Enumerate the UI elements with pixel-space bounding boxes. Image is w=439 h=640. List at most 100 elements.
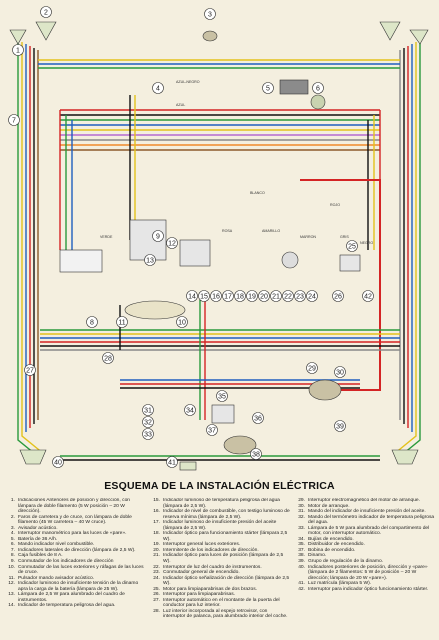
legend-item: 16.Indicador de nivel de combustible, co… — [149, 509, 290, 520]
legend-item-number: 1. — [10, 498, 15, 503]
legend-item: 32.Mando del termómetro indicador de tem… — [294, 515, 435, 526]
component-number-27: 27 — [26, 367, 34, 374]
component-marker-39 — [334, 420, 346, 432]
legend-item-number: 21. — [153, 553, 160, 559]
legend-item: 25.Motor para limpiaparabrisas de dos br… — [149, 587, 290, 593]
legend-item: 14.Indicador de temperatura peligrosa de… — [4, 603, 145, 609]
legend-item-text: Pulsador mando avisador acústico. — [18, 575, 95, 581]
component-marker-6 — [312, 82, 324, 94]
legend-item-text: Conmutador de los indicadores de direcci… — [18, 559, 114, 565]
legend-item-text: Indicadores posteriores de posición, dir… — [308, 564, 428, 581]
legend-item-number: 26. — [153, 592, 160, 598]
component-number-8: 8 — [90, 319, 94, 326]
component-marker-32 — [142, 416, 154, 428]
legend-item: 26.Interruptor para limpiaparabrisas. — [149, 592, 290, 598]
component-number-28: 28 — [104, 355, 112, 362]
legend-item-number: 20. — [153, 547, 160, 553]
component-marker-28 — [102, 352, 114, 364]
component-number-32: 32 — [144, 419, 152, 426]
component-number-39: 39 — [336, 423, 344, 430]
legend-item: 35.Distribuidor de encendido. — [294, 542, 435, 548]
component-number-29: 29 — [308, 365, 316, 372]
component-number-21: 21 — [272, 293, 280, 300]
component-number-33: 33 — [144, 431, 152, 438]
legend-item-number: 40. — [298, 564, 305, 570]
ignition-switch-shape — [281, 251, 299, 269]
legend-item-text: Conmutador general de encendido. — [163, 570, 240, 576]
distributor-shape — [211, 404, 235, 424]
legend-item: 10.Conmutador de las luces exteriores y … — [4, 565, 145, 576]
component-number-7: 7 — [12, 117, 16, 124]
component-marker-25 — [346, 240, 358, 252]
legend-item: 3.Avisador acústico. — [4, 526, 145, 532]
front-lamp-left-shape — [9, 29, 27, 45]
legend-item: 33.Lámpara de 5 W para alumbrado del com… — [294, 526, 435, 537]
steering-wheel-shape — [124, 300, 186, 320]
legend-item-number: 13. — [8, 592, 15, 598]
rear-lamp-right-shape — [391, 449, 419, 465]
legend-item-text: Interruptor automático en el montante de… — [163, 597, 280, 609]
legend-item-number: 9. — [10, 559, 15, 565]
legend-item-text: Interruptor electromagnético del motor d… — [308, 498, 421, 503]
component-marker-3 — [204, 8, 216, 20]
component-marker-29 — [306, 362, 318, 374]
legend-item-text: Bobina de encendido. — [308, 547, 356, 553]
component-number-9: 9 — [156, 233, 160, 240]
component-number-17: 17 — [224, 293, 232, 300]
component-marker-27 — [24, 364, 36, 376]
component-number-15: 15 — [200, 293, 208, 300]
component-marker-11 — [116, 316, 128, 328]
legend-item-text: Interruptor manométrico para las luces d… — [18, 531, 127, 537]
legend-item-text: Interruptor de luz del cuadro de instrum… — [163, 564, 262, 570]
legend-item-text: Motor para limpiaparabrisas de dos brazo… — [163, 586, 258, 592]
legend-item: 28.Luz interior incorporada al espejo re… — [149, 609, 290, 620]
wire-yellow-left — [21, 42, 45, 455]
component-number-2: 2 — [44, 9, 48, 16]
legend-item-text: Indicador óptico para luces de posición … — [163, 553, 284, 565]
headlamp-left-shape — [35, 21, 57, 41]
legend-item: 39.Grupo de regulación de la dinamo. — [294, 559, 435, 565]
legend-item-number: 24. — [153, 575, 160, 581]
component-number-3: 3 — [208, 11, 212, 18]
legend-item: 1.Indicaciones Anteriores de posición y … — [4, 498, 145, 515]
legend-column-2: 15.Indicador luminoso de temperatura pel… — [149, 498, 290, 638]
component-number-40: 40 — [54, 459, 62, 466]
legend-item: 21.Indicador óptico para luces de posici… — [149, 553, 290, 564]
legend-item-number: 37. — [298, 547, 305, 553]
starter-motor-shape — [308, 379, 342, 401]
wire-color-label: NEGRO — [360, 241, 373, 245]
component-marker-38 — [250, 448, 262, 460]
component-number-18: 18 — [236, 293, 244, 300]
instrument-panel-shape — [179, 239, 211, 267]
wiring-diagram-canvas: AZUL-NEGROAZULBLANCOROJOVERDEAMARILLOMAR… — [8, 6, 429, 471]
legend-item-number: 3. — [10, 525, 15, 531]
legend-item: 8.Caja fusibles de 8 A. — [4, 553, 145, 559]
legend-item: 13.Lámpara de 2,5 W para alumbrado del c… — [4, 592, 145, 603]
component-marker-36 — [252, 412, 264, 424]
legend-item-number: 42. — [298, 586, 305, 592]
component-number-31: 31 — [144, 407, 152, 414]
fuse-box-shape — [59, 249, 103, 273]
legend-item: 22.Interruptor de luz del cuadro de inst… — [149, 565, 290, 571]
legend-item-text: Luz interior incorporada al espejo retro… — [163, 608, 288, 620]
legend-item-text: Indicaciones Anteriores de posición y di… — [18, 498, 131, 515]
legend-item-number: 35. — [298, 542, 305, 548]
legend-item-text: Interruptor para limpiaparabrisas. — [163, 592, 236, 598]
wiper-motor-shape — [339, 254, 361, 272]
legend-item: 41.Luz matrícula (lámpara 5 W). — [294, 581, 435, 587]
legend-item-text: Intermitente de los indicadores de direc… — [163, 547, 259, 553]
legend-item: 12.Indicador luminoso de insuficiente te… — [4, 581, 145, 592]
legend-item: 34.Bujías de encendido. — [294, 537, 435, 543]
legend-item-number: 15. — [153, 498, 160, 503]
legend-item: 24.Indicador óptico señalización de dire… — [149, 576, 290, 587]
legend-item-text: Indicador luminoso de insuficiente tensi… — [18, 581, 139, 592]
component-number-1: 1 — [16, 47, 20, 54]
component-number-14: 14 — [188, 293, 196, 300]
legend-item-number: 8. — [10, 553, 15, 559]
component-number-42: 42 — [364, 293, 372, 300]
legend-item-number: 29. — [298, 498, 305, 503]
legend-item-number: 19. — [153, 542, 160, 548]
component-number-35: 35 — [218, 393, 226, 400]
wire-color-label: BLANCO — [250, 191, 265, 195]
legend-item-number: 17. — [153, 520, 160, 526]
